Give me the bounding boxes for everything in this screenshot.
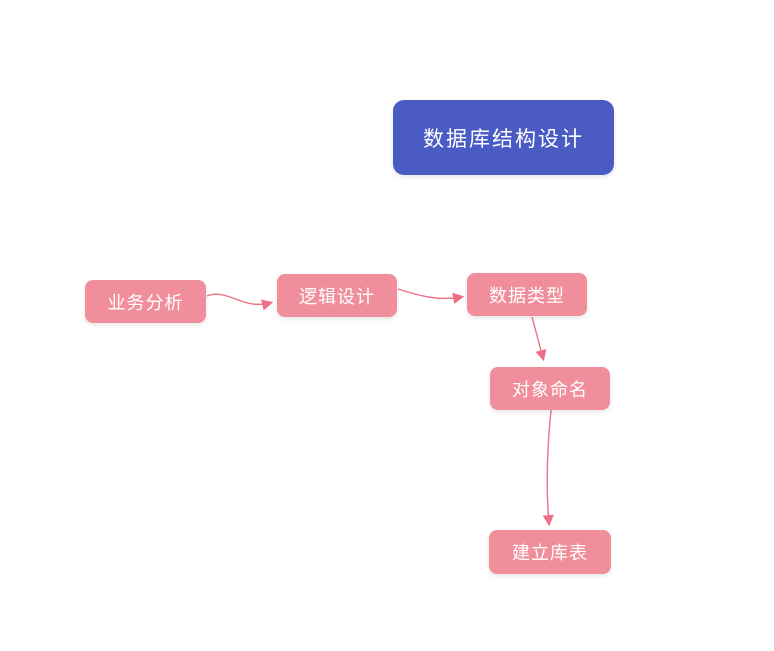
- node-data-type[interactable]: 数据类型: [467, 273, 587, 316]
- edge-naming-to-createtable: [542, 409, 554, 527]
- node-title[interactable]: 数据库结构设计: [393, 100, 614, 175]
- node-label: 对象命名: [512, 379, 588, 400]
- edge-datatype-to-naming: [531, 316, 547, 362]
- edge-business-to-logic: [206, 293, 274, 311]
- edge-logic-to-datatype: [397, 288, 465, 304]
- node-label: 业务分析: [107, 292, 184, 313]
- node-logic-design[interactable]: 逻辑设计: [277, 274, 397, 317]
- node-label: 建立库表: [512, 543, 588, 563]
- node-title-label: 数据库结构设计: [423, 127, 584, 151]
- node-label: 数据类型: [489, 285, 565, 306]
- node-label: 逻辑设计: [299, 286, 375, 307]
- node-create-table[interactable]: 建立库表: [489, 530, 611, 574]
- node-object-naming[interactable]: 对象命名: [490, 367, 610, 410]
- node-business-analysis[interactable]: 业务分析: [85, 280, 206, 323]
